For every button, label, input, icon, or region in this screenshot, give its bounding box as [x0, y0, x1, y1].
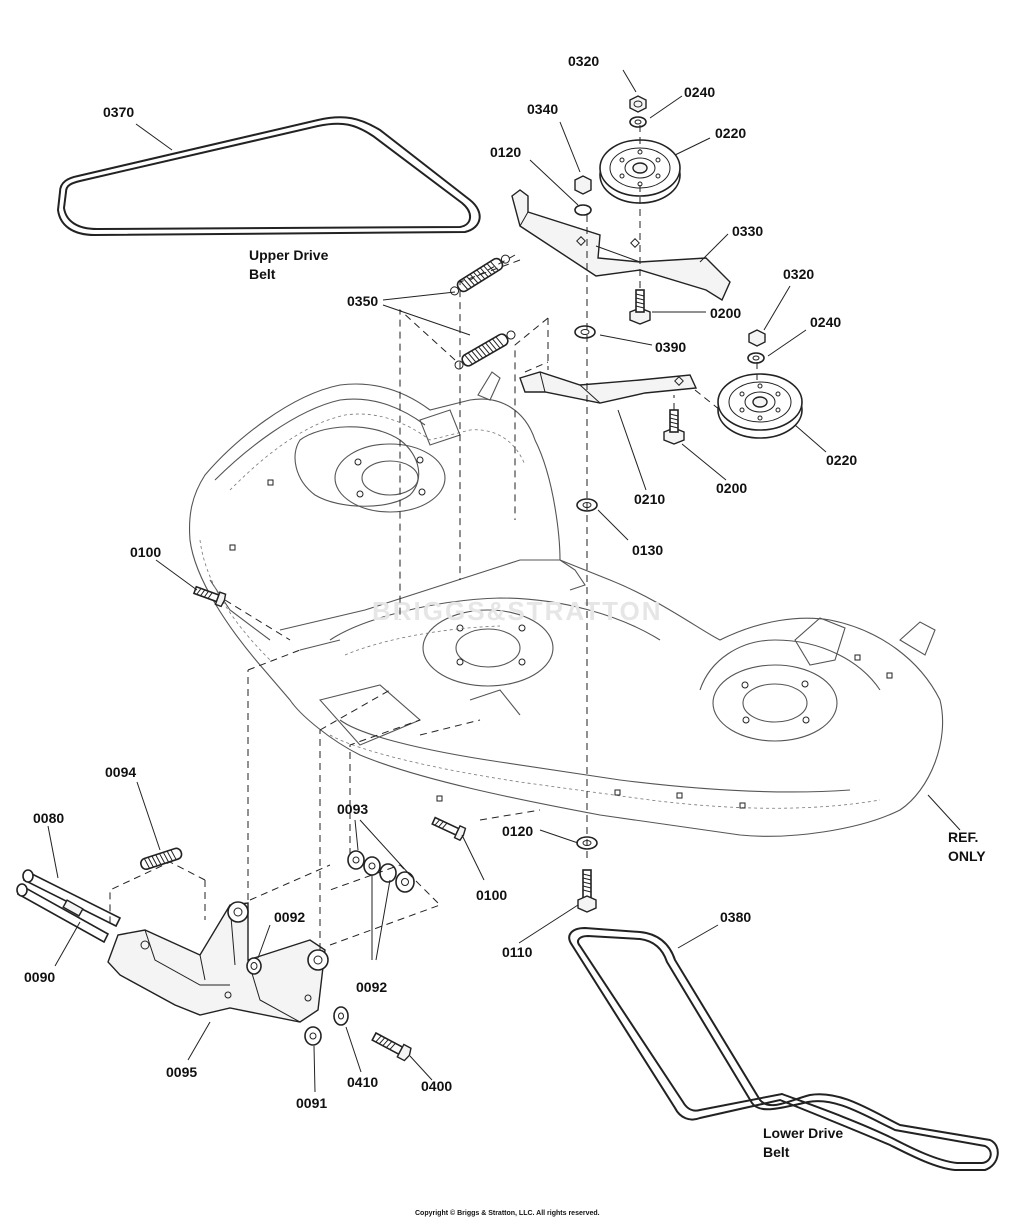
label-0410: 0410: [347, 1074, 378, 1090]
lower-drive-belt: [568, 926, 999, 1171]
label-0240-lower: 0240: [810, 314, 841, 330]
label-0330: 0330: [732, 223, 763, 239]
label-0092-left: 0092: [274, 909, 305, 925]
upper-idler-assembly: [511, 95, 731, 339]
upper-drive-belt: [56, 116, 481, 237]
watermark-text: BRIGGS&STRATTON: [372, 596, 662, 626]
label-0093: 0093: [337, 801, 368, 817]
label-0200-upper: 0200: [710, 305, 741, 321]
assembly-lines: [109, 125, 758, 950]
label-0080: 0080: [33, 810, 64, 826]
label-0120-lower: 0120: [502, 823, 533, 839]
upper-belt-caption-line2: Belt: [249, 266, 276, 282]
label-0390: 0390: [655, 339, 686, 355]
label-0094: 0094: [105, 764, 136, 780]
label-0130: 0130: [632, 542, 663, 558]
bushing-set: [347, 850, 415, 893]
label-0210: 0210: [634, 491, 665, 507]
label-0400: 0400: [421, 1078, 452, 1094]
label-0240-upper: 0240: [684, 84, 715, 100]
lower-idler-assembly: [519, 329, 803, 512]
ref-only-caption-line1: REF.: [948, 829, 978, 845]
label-0200-lower: 0200: [716, 480, 747, 496]
label-0100-lower: 0100: [476, 887, 507, 903]
lower-belt-caption-line1: Lower Drive: [763, 1125, 843, 1141]
label-0320-lower: 0320: [783, 266, 814, 282]
label-0320-upper: 0320: [568, 53, 599, 69]
label-0370: 0370: [103, 104, 134, 120]
label-0092-right: 0092: [356, 979, 387, 995]
front-rods: [16, 869, 122, 944]
front-hanger-bracket: [107, 901, 412, 1062]
label-0095: 0095: [166, 1064, 197, 1080]
label-0090: 0090: [24, 969, 55, 985]
ref-only-caption-line2: ONLY: [948, 848, 986, 864]
lower-spindle-hardware: [576, 836, 598, 913]
front-spring: [140, 847, 183, 871]
lower-belt-caption-line2: Belt: [763, 1144, 790, 1160]
label-0380: 0380: [720, 909, 751, 925]
part-number-labels: 0320 0240 0220 0340 0120 0330 0370 0350 …: [24, 53, 857, 1111]
copyright-notice: Copyright © Briggs & Stratton, LLC. All …: [415, 1209, 600, 1217]
label-0100-upper: 0100: [130, 544, 161, 560]
label-0340: 0340: [527, 101, 558, 117]
mower-deck-housing: [189, 371, 944, 837]
leader-lines: [47, 69, 961, 1093]
label-0220-lower: 0220: [826, 452, 857, 468]
label-0110: 0110: [502, 944, 533, 960]
label-0091: 0091: [296, 1095, 327, 1111]
label-0120-upper: 0120: [490, 144, 521, 160]
captions: Upper Drive Belt Lower Drive Belt REF. O…: [249, 247, 986, 1160]
upper-belt-caption-line1: Upper Drive: [249, 247, 329, 263]
label-0220-upper: 0220: [715, 125, 746, 141]
label-0350: 0350: [347, 293, 378, 309]
extension-springs: [450, 254, 516, 370]
bolts-0100: [192, 585, 467, 842]
